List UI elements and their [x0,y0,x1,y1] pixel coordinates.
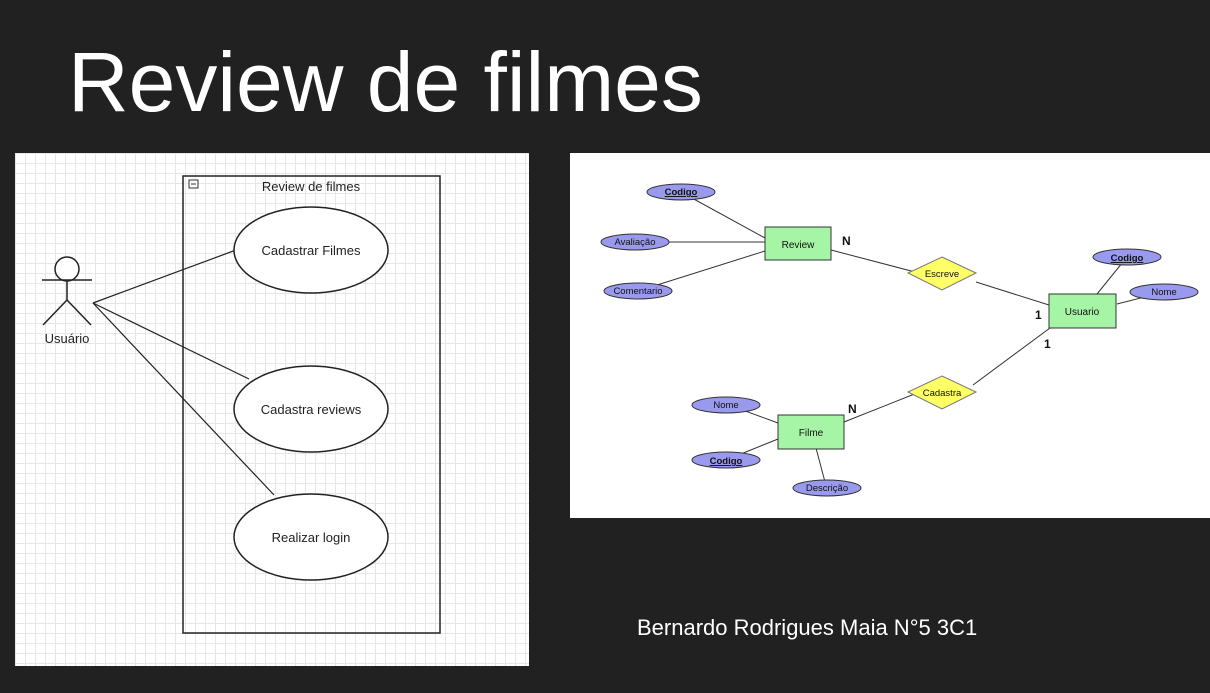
er-connector-lines [637,191,1165,483]
cardinality-label: N [848,402,857,416]
use-case-cadastra-reviews [233,365,389,453]
attribute-filme-codigo [691,451,761,469]
cardinality-label: N [842,234,851,248]
er-diagram: Review Usuario Filme Escreve Cadastra Co… [570,153,1210,518]
attribute-label: Nome [713,400,738,411]
entity-filme [777,414,845,450]
attribute-label: Avaliação [614,237,655,248]
use-case-label: Cadastrar Filmes [262,243,361,258]
entity-usuario [1048,293,1117,329]
relationship-label: Escreve [925,269,959,280]
cardinality-label: 1 [1035,308,1042,322]
attribute-label: Descrição [806,483,848,494]
association-line-cadastra-reviews [92,302,250,380]
entity-label: Filme [799,428,824,439]
actor-label: Usuário [45,331,90,346]
use-case-cadastrar-filmes [233,206,389,294]
author-caption: Bernardo Rodrigues Maia N°5 3C1 [637,615,978,640]
actor-icon [42,256,92,326]
attribute-label: Comentario [613,286,662,297]
use-case-diagram: Review de filmes Usuário Cadastrar Filme… [15,153,529,666]
relationship-escreve [906,256,978,291]
use-case-label: Realizar login [272,530,351,545]
entity-label: Usuario [1065,307,1100,318]
system-title: Review de filmes [262,179,361,194]
use-case-svg: Review de filmes Usuário Cadastrar Filme… [42,175,441,634]
slide-title: Review de filmes [68,35,703,129]
entity-label: Review [782,240,816,251]
attribute-filme-nome [691,396,761,414]
system-boundary [182,175,441,634]
cardinality-label: 1 [1044,337,1051,351]
attribute-review-codigo [646,183,716,201]
relationship-label: Cadastra [923,388,962,399]
attribute-filme-descricao [792,479,862,497]
relationship-cadastra [906,375,978,410]
attribute-label: Codigo [1111,253,1144,264]
association-line-cadastrar-filmes [92,249,237,304]
entity-review [764,226,832,261]
attribute-label: Nome [1151,287,1176,298]
attribute-label: Codigo [710,456,743,467]
use-case-label: Cadastra reviews [261,402,362,417]
use-case-realizar-login [233,493,389,581]
attribute-review-avaliacao [600,233,670,251]
attribute-label: Codigo [665,187,698,198]
attribute-usuario-codigo [1092,248,1162,266]
association-line-realizar-login [92,302,275,496]
attribute-usuario-nome [1129,283,1199,301]
attribute-review-comentario [603,282,673,300]
er-svg: Review Usuario Filme Escreve Cadastra Co… [600,183,1199,497]
